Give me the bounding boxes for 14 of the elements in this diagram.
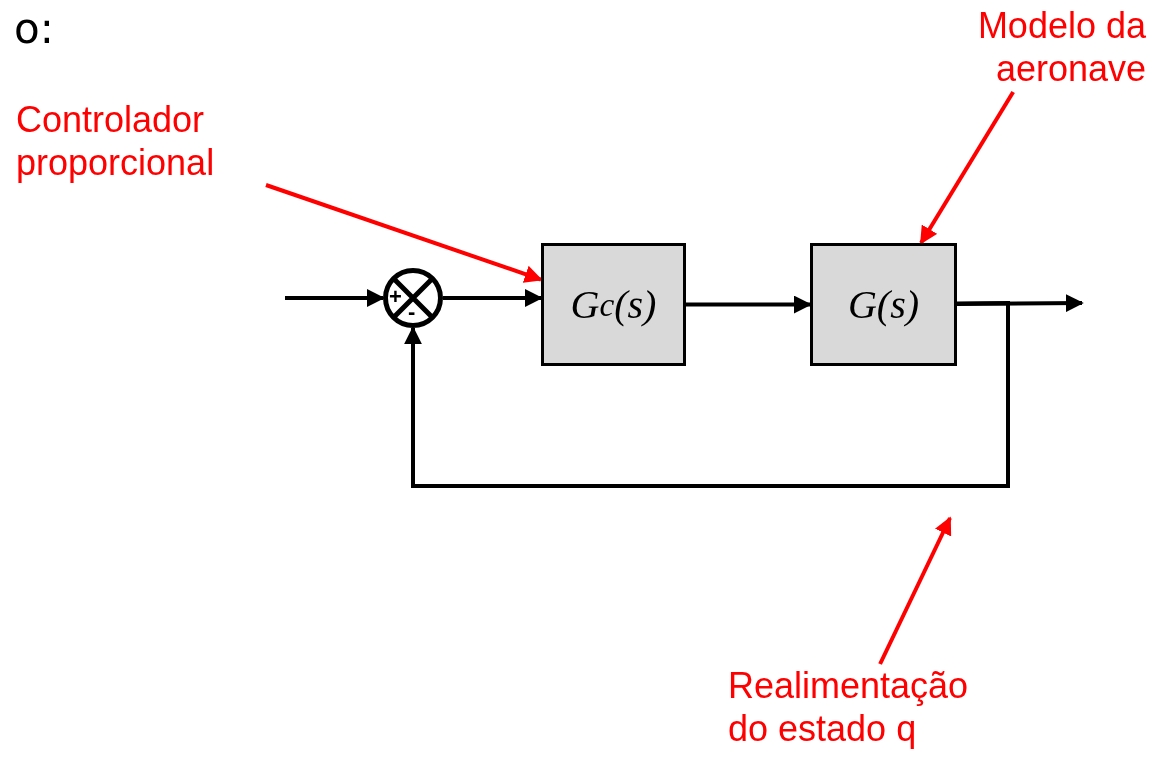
signal-arrow <box>285 289 385 307</box>
signal-arrow <box>404 300 1010 488</box>
heading-fragment: o: <box>14 8 54 50</box>
minus-sign: - <box>408 301 416 323</box>
annotation-text: Realimentação do estado q <box>728 664 970 751</box>
plus-sign: + <box>389 286 402 308</box>
signal-arrow <box>686 295 812 314</box>
annotation-text: Controlador proporcional <box>16 98 216 185</box>
transfer-function-block: G(s) <box>810 243 957 366</box>
annotation-text: Modelo da aeronave <box>976 4 1146 91</box>
leader-arrow <box>878 516 952 665</box>
leader-arrow <box>919 90 1015 245</box>
signal-arrow <box>443 289 543 307</box>
leader-arrow <box>265 183 543 283</box>
